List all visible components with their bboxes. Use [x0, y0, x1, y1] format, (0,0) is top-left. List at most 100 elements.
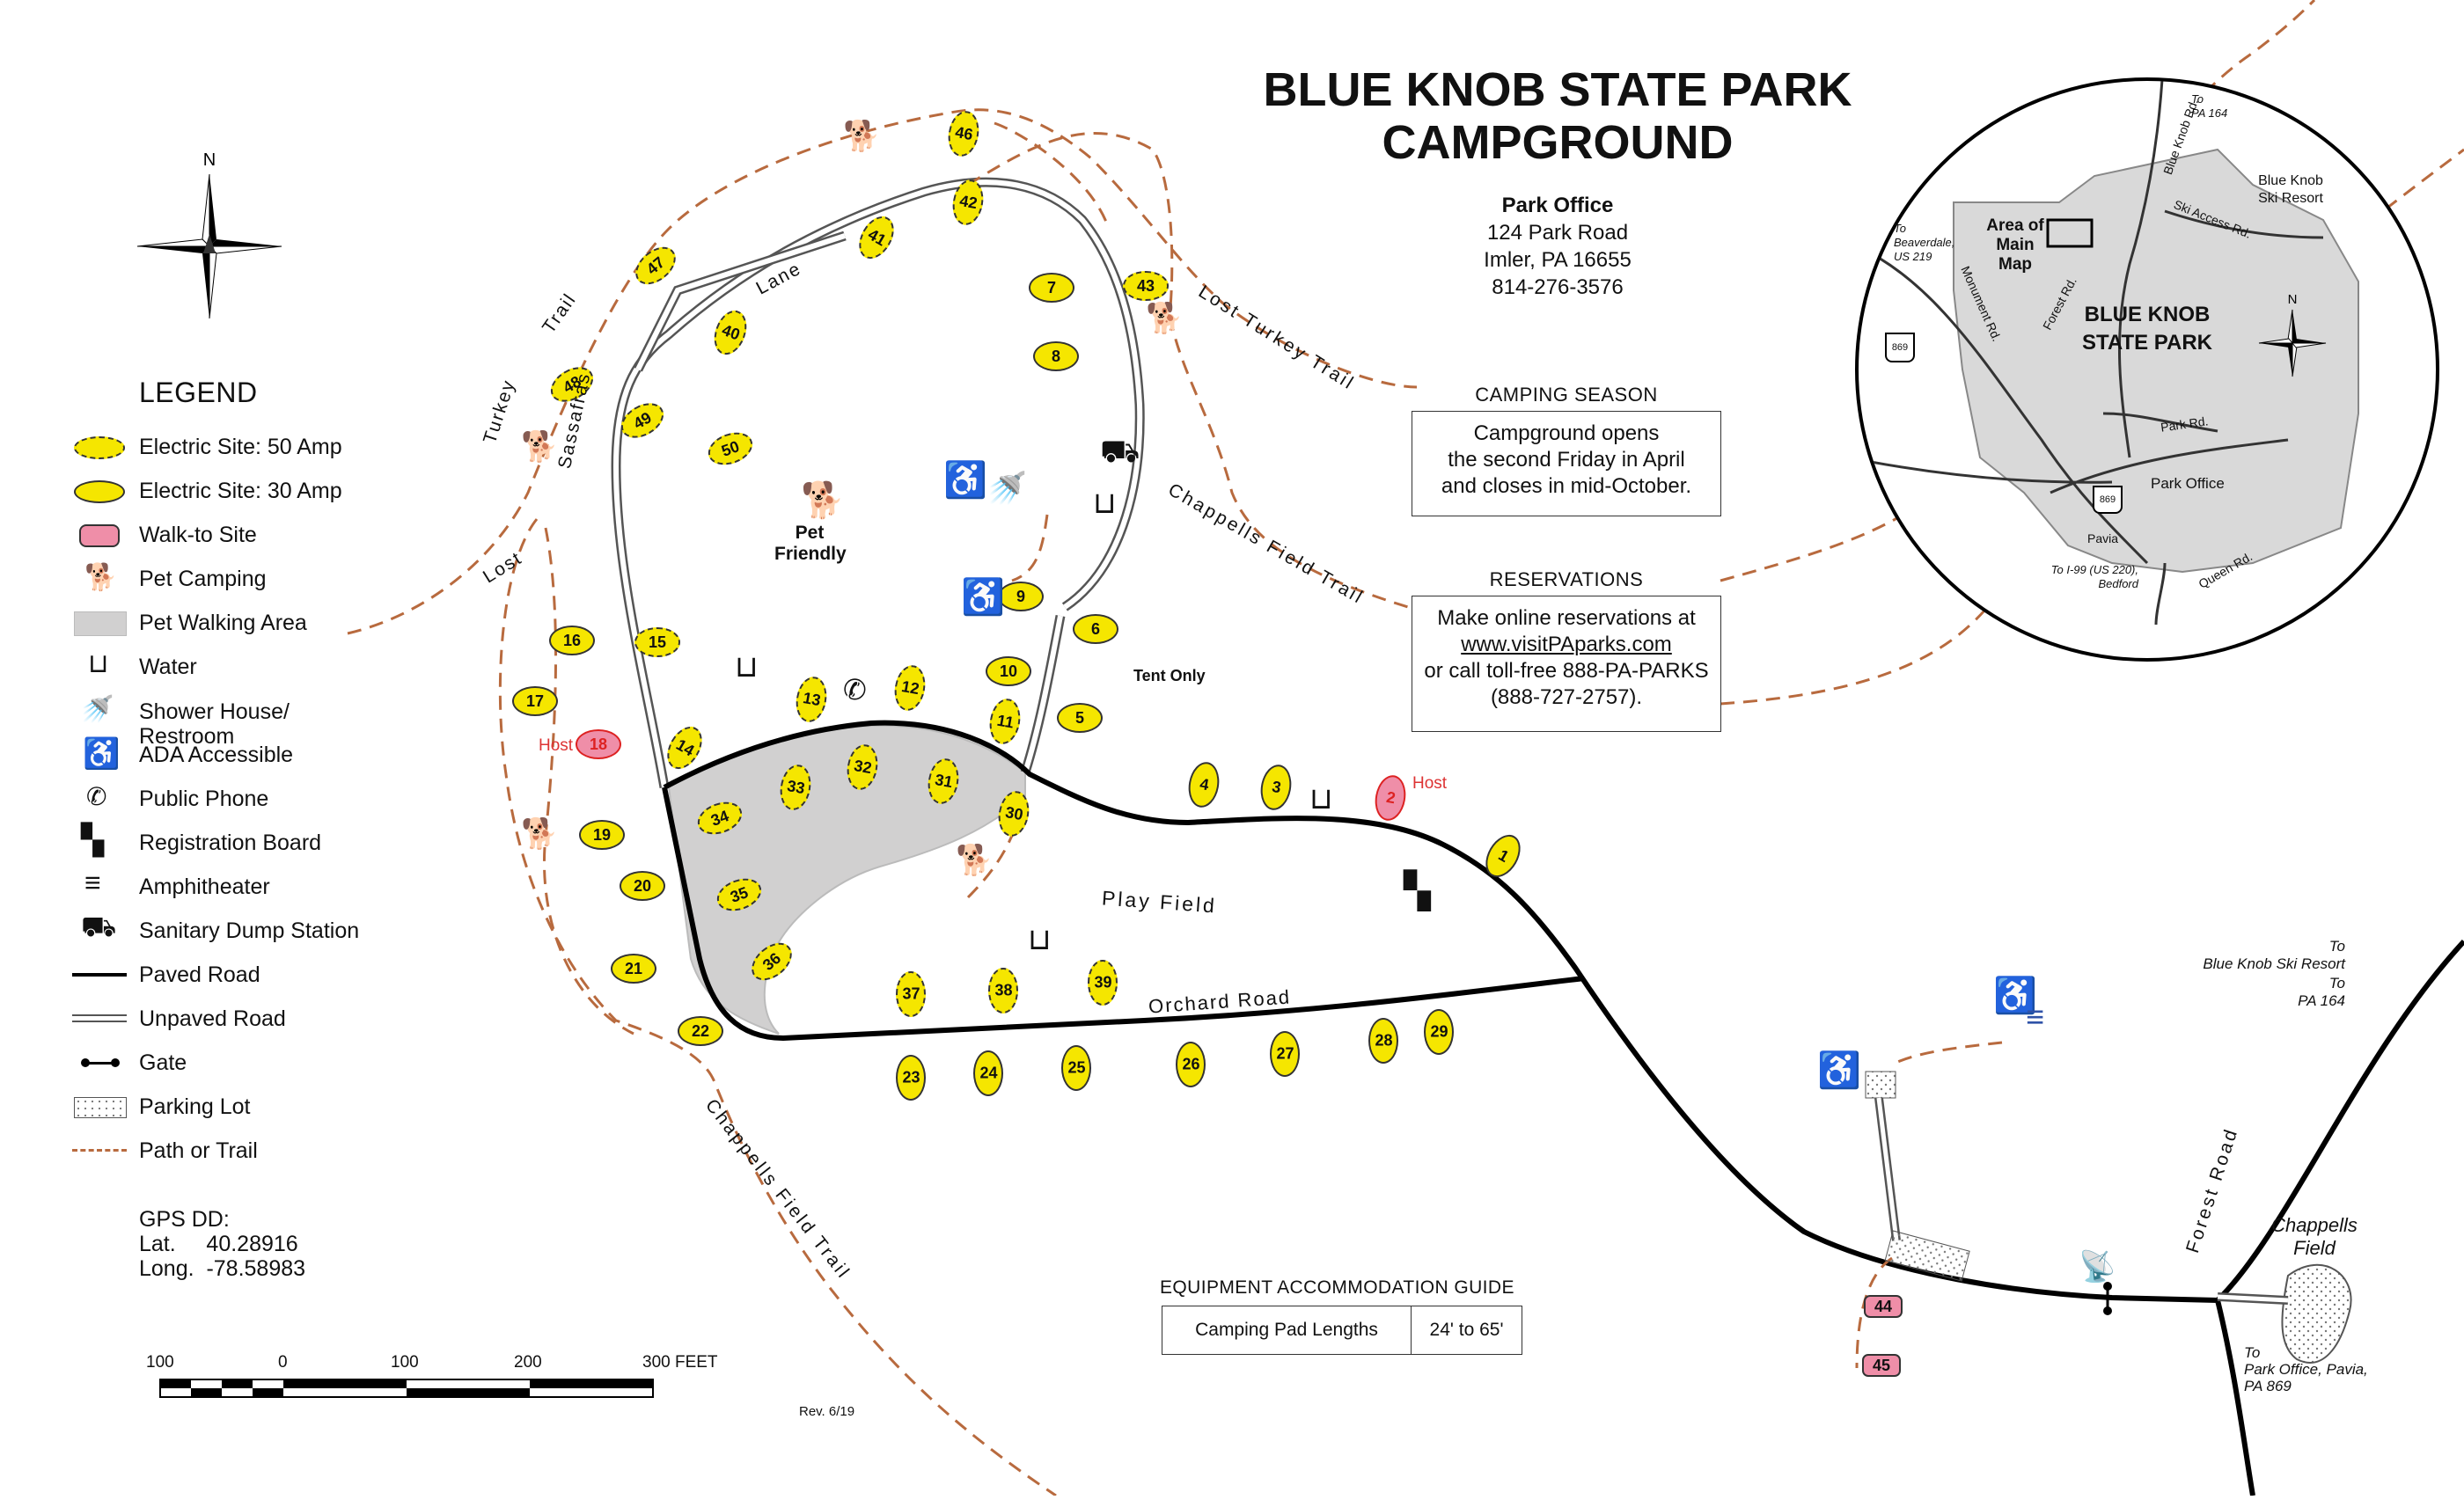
inset-area-label: Area of Main Map — [1986, 216, 2044, 274]
legend-label: Path or Trail — [139, 1138, 258, 1163]
legend-label: Registration Board — [139, 830, 322, 855]
gps-icon: 📡 — [2079, 1250, 2116, 1284]
legend-item: Electric Site: 30 Amp — [70, 474, 422, 509]
campsite-23: 23 — [896, 1055, 926, 1101]
campsite-21: 21 — [611, 954, 656, 984]
inset-north-arrow-icon: N — [2258, 292, 2327, 377]
title-line-2: CAMPGROUND — [1382, 116, 1734, 169]
campsite-number: 38 — [994, 981, 1013, 999]
electric-30-icon — [70, 474, 132, 509]
campsite-number: 16 — [562, 631, 582, 649]
legend-item: ♿ADA Accessible — [70, 737, 422, 773]
campsite-27: 27 — [1270, 1031, 1300, 1077]
dump-station-icon: ⛟ — [81, 911, 117, 942]
campsite-38: 38 — [988, 968, 1018, 1013]
pet-icon: 🐕 — [521, 817, 559, 851]
campsite-15: 15 — [634, 627, 680, 657]
host-label-2: Host — [1412, 774, 1448, 793]
reservations-line-1: Make online reservations at — [1437, 606, 1696, 630]
shower-icon: 🚿 — [81, 695, 114, 724]
scale-label: 200 — [514, 1353, 542, 1372]
legend-label: Electric Site: 50 Amp — [139, 435, 342, 459]
scale-bar — [159, 1379, 654, 1398]
campsite-number: 37 — [901, 984, 920, 1003]
revision-label: Rev. 6/19 — [799, 1404, 855, 1419]
legend-label: Paved Road — [139, 962, 260, 987]
legend-item: Unpaved Road — [70, 1002, 422, 1037]
legend-label: Electric Site: 30 Amp — [139, 479, 342, 503]
paved-road-icon — [70, 958, 132, 993]
campsite-number: 13 — [801, 688, 822, 710]
ada-icon: ♿ — [961, 578, 1005, 617]
reservations-box: Make online reservations at www.visitPAp… — [1412, 596, 1721, 732]
legend-item: 🚿Shower House/ Restroom — [70, 694, 422, 749]
campsite-number: 39 — [1093, 973, 1112, 991]
campsite-number: 28 — [1374, 1031, 1393, 1050]
gps-coordinates: GPS DD: Lat. 40.28916 Long. -78.58983 — [139, 1207, 306, 1281]
campsite-number: 29 — [1429, 1022, 1448, 1041]
inset-ski-resort-label: Blue Knob Ski Resort — [2258, 173, 2323, 206]
inset-park-area — [1953, 148, 2359, 574]
title-line-1: BLUE KNOB STATE PARK — [1263, 63, 1852, 116]
campsite-7: 7 — [1029, 273, 1074, 303]
pet-icon: 🐕 — [1146, 302, 1184, 335]
walk-to-icon — [70, 518, 132, 553]
electric-50-icon — [70, 430, 132, 465]
campsite-number: 22 — [691, 1021, 710, 1040]
tent-only-label: Tent Only — [1133, 667, 1206, 684]
parking-icon — [70, 1090, 132, 1125]
svg-text:N: N — [203, 150, 216, 170]
equipment-heading: EQUIPMENT ACCOMMODATION GUIDE — [1160, 1277, 1514, 1298]
camping-season-box: Campground opens the second Friday in Ap… — [1412, 411, 1721, 516]
campsite-number: 47 — [642, 252, 668, 278]
legend-item: Electric Site: 50 Amp — [70, 430, 422, 465]
pet-icon: 🐕 — [801, 481, 845, 520]
paved-road — [662, 720, 2464, 1496]
chappells-field-label-1: Chappells — [2271, 1214, 2358, 1236]
reservations-link[interactable]: www.visitPAparks.com — [1461, 633, 1672, 656]
phone-icon: ✆ — [843, 674, 867, 706]
legend-item: 🐕 Pet Camping — [70, 562, 422, 597]
campsite-number: 21 — [624, 959, 643, 977]
campsite-17: 17 — [512, 686, 558, 716]
legend-label: Pet Camping — [139, 567, 267, 591]
campsite-22: 22 — [678, 1016, 723, 1046]
scale-label: 100 — [391, 1353, 419, 1372]
dump-station-icon: ⛟ — [1100, 433, 1140, 469]
gate-icon — [2103, 1282, 2112, 1315]
campsite-number: 27 — [1275, 1044, 1294, 1063]
legend-label: Water — [139, 655, 197, 679]
campsite-number: 31 — [933, 770, 954, 792]
legend-item: Paved Road — [70, 958, 422, 993]
to-park-office-label: To Park Office, Pavia, PA 869 — [2244, 1344, 2368, 1394]
campsite-number: 33 — [785, 776, 806, 798]
page-title: BLUE KNOB STATE PARK CAMPGROUND — [1214, 63, 1901, 169]
legend-item: Pet Walking Area — [70, 606, 422, 641]
scale-label: 100 — [146, 1353, 174, 1372]
inset-park-name-2: STATE PARK — [2082, 331, 2212, 355]
pet-walk-area-icon — [70, 606, 132, 641]
campsite-44: 44 — [1864, 1295, 1903, 1318]
inset-area-box — [2046, 218, 2094, 248]
campsite-number: 5 — [1074, 708, 1084, 727]
park-office-heading: Park Office — [1501, 194, 1614, 217]
campsite-number: 50 — [718, 436, 742, 460]
water-icon: ⊔ — [1309, 782, 1333, 816]
campsite-6: 6 — [1073, 614, 1118, 644]
campsite-10: 10 — [986, 656, 1031, 686]
inset-to-beaverdale-label: To Beaverdale, US 219 — [1894, 222, 1955, 263]
camping-season-line-3: and closes in mid-October. — [1441, 474, 1692, 498]
legend-title: LEGEND — [139, 377, 258, 408]
legend-label: Amphitheater — [139, 874, 270, 899]
pet-friendly-label-1: Pet — [795, 523, 825, 543]
campsite-number: 44 — [1874, 1297, 1893, 1315]
pet-icon: 🐕 — [84, 563, 118, 592]
park-office-phone: 814-276-3576 — [1492, 275, 1624, 299]
campsite-number: 36 — [759, 948, 784, 974]
legend-label: Gate — [139, 1050, 187, 1075]
park-office-address-2: Imler, PA 16655 — [1484, 248, 1632, 272]
pet-icon: 🐕 — [956, 844, 994, 877]
inset-pavia-label: Pavia — [2087, 531, 2119, 545]
campsite-number: 2 — [1384, 787, 1397, 808]
campsite-9: 9 — [998, 582, 1044, 611]
